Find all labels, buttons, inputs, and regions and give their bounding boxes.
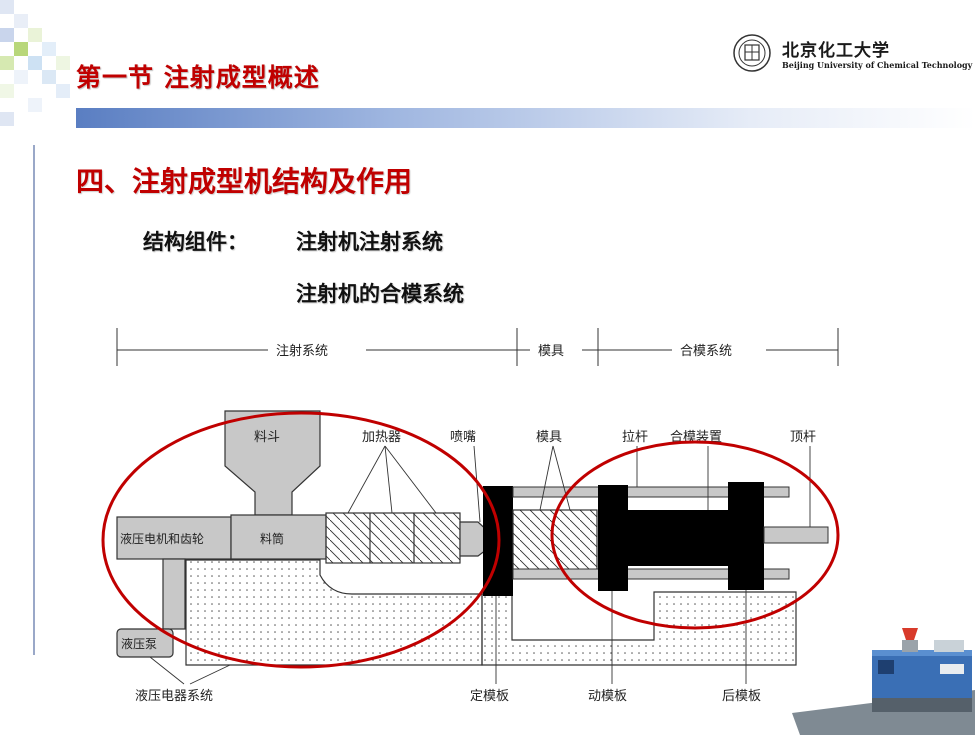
tie-bar-bottom: [512, 568, 790, 580]
rear-platen: [728, 482, 764, 590]
scale-label-mold: 模具: [538, 344, 564, 359]
header-band: [76, 108, 976, 128]
hydraulic-motor-box: [116, 516, 232, 560]
hopper: [224, 410, 321, 516]
ejector-rod: [763, 526, 829, 544]
slide-subtitle: 四、注射成型机结构及作用: [76, 165, 413, 198]
label-barrel: 料筒: [260, 531, 284, 546]
label-fixed-platen: 定模板: [470, 689, 509, 704]
label-hydraulic-motor-gear: 液压电机和齿轮: [120, 531, 204, 546]
label-moving-platen: 动模板: [588, 689, 627, 704]
component-clamping-system: 注射机的合模系统: [296, 282, 464, 306]
scale-label-injection-system: 注射系统: [276, 343, 328, 359]
left-rule: [33, 145, 35, 655]
university-seal-icon: [733, 34, 771, 72]
scale-label-clamping-system: 合模系统: [680, 344, 732, 359]
machine-base-right: [481, 591, 797, 666]
label-tie-bar: 拉杆: [622, 430, 648, 445]
clamping-device: [628, 510, 728, 566]
hydraulic-pump: [116, 628, 174, 658]
component-injection-system: 注射机注射系统: [296, 230, 443, 254]
highlight-clamping-system: [550, 440, 840, 630]
system-scale: [116, 328, 839, 366]
label-mold: 模具: [536, 430, 562, 445]
label-rear-platen: 后模板: [722, 689, 761, 704]
label-hydraulic-electric-system: 液压电器系统: [135, 689, 213, 704]
machine-base: [185, 559, 483, 666]
hydraulic-pipe: [162, 558, 186, 630]
university-name-cn: 北京化工大学: [782, 41, 890, 61]
label-hydraulic-pump: 液压泵: [121, 636, 157, 651]
label-hopper: 料斗: [254, 430, 280, 445]
tie-bar-top: [512, 486, 790, 498]
label-nozzle: 喷嘴: [450, 430, 476, 445]
section-title: 第一节 注射成型概述: [76, 63, 320, 92]
highlight-injection-system: [101, 411, 501, 669]
components-label: 结构组件：: [143, 230, 248, 254]
university-name-en: Beijing University of Chemical Technolog…: [782, 60, 973, 70]
label-ejector: 顶杆: [790, 430, 816, 445]
label-heater: 加热器: [362, 430, 401, 445]
heater-band: [325, 512, 461, 564]
moving-platen: [598, 485, 628, 591]
barrel: [230, 514, 327, 560]
injection-machine-photo: [792, 628, 975, 735]
